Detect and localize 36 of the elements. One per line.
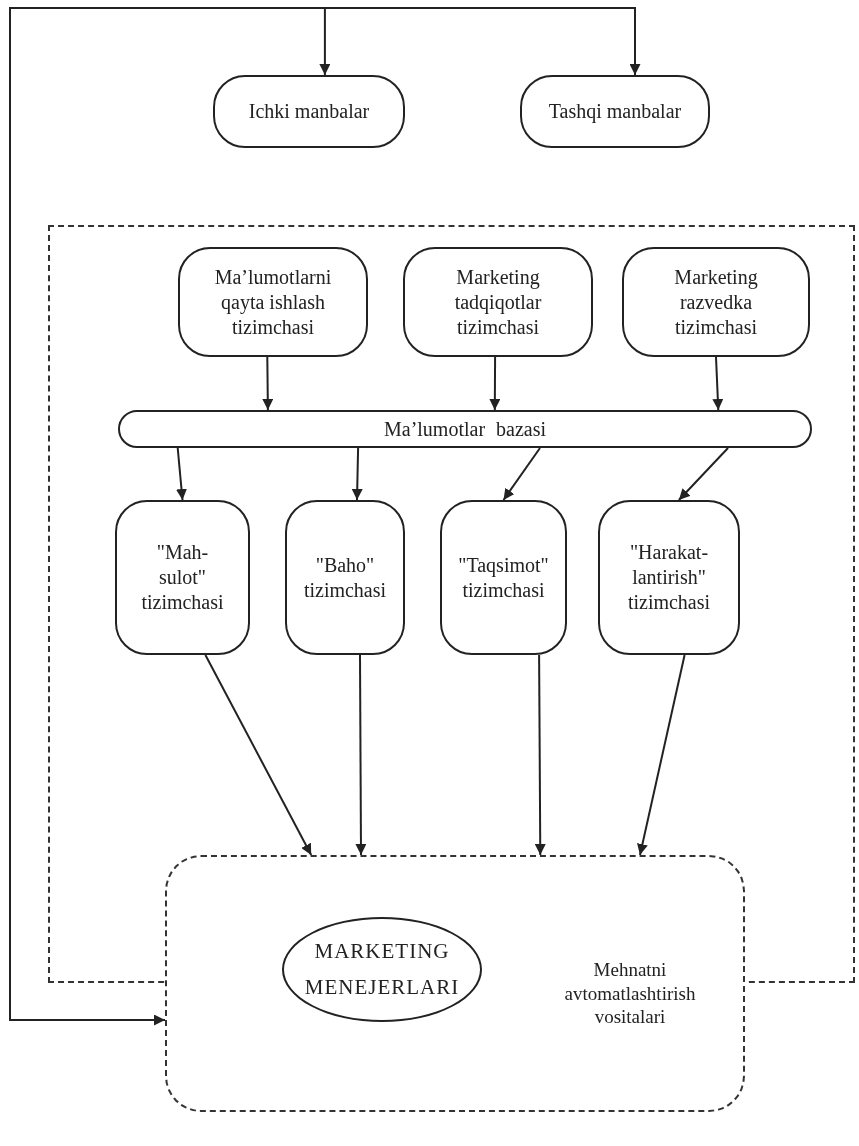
arrow bbox=[489, 356, 501, 411]
node-label: "Taqsimot" tizimchasi bbox=[457, 552, 550, 603]
arrow bbox=[677, 447, 729, 501]
node-note: Mehnatni avtomatlashtirish vositalari bbox=[563, 957, 697, 1030]
dashed-rounded-box bbox=[165, 855, 745, 1112]
arrow bbox=[534, 654, 546, 856]
arrow bbox=[712, 356, 724, 411]
subsystem-box bbox=[178, 247, 368, 357]
node-label: MARKETING MENEJERLARI bbox=[303, 937, 461, 1001]
arrow bbox=[502, 447, 541, 501]
subsystem-box bbox=[115, 500, 250, 655]
arrow bbox=[351, 447, 363, 501]
source-box bbox=[213, 75, 405, 148]
arrow bbox=[355, 654, 367, 856]
arrow bbox=[204, 654, 313, 856]
node-label: "Baho" tizimchasi bbox=[302, 552, 388, 603]
arrow bbox=[262, 356, 274, 411]
node-label: Ichki manbalar bbox=[248, 99, 370, 124]
manager-ellipse bbox=[282, 917, 482, 1022]
subsystem-box bbox=[622, 247, 810, 357]
node-label: Ma’lumotlar bazasi bbox=[383, 416, 547, 442]
subsystem-box bbox=[403, 247, 593, 357]
arrow bbox=[176, 447, 187, 501]
subsystem-box bbox=[440, 500, 567, 655]
node-label: Ma’lumotlarni qayta ishlash tizimchasi bbox=[213, 264, 333, 340]
node-label: Marketing tadqiqotlar tizimchasi bbox=[453, 264, 543, 340]
subsystem-box bbox=[598, 500, 740, 655]
database-bar bbox=[118, 410, 812, 448]
node-label: Marketing razvedka tizimchasi bbox=[673, 264, 759, 340]
subsystem-box bbox=[285, 500, 405, 655]
node-label: "Harakat- lantirish" tizimchasi bbox=[626, 540, 712, 615]
source-box bbox=[520, 75, 710, 148]
arrow bbox=[9, 7, 641, 1021]
node-label: Tashqi manbalar bbox=[548, 99, 682, 124]
node-label: "Mah- sulot" tizimchasi bbox=[140, 540, 225, 615]
arrow bbox=[637, 654, 686, 856]
